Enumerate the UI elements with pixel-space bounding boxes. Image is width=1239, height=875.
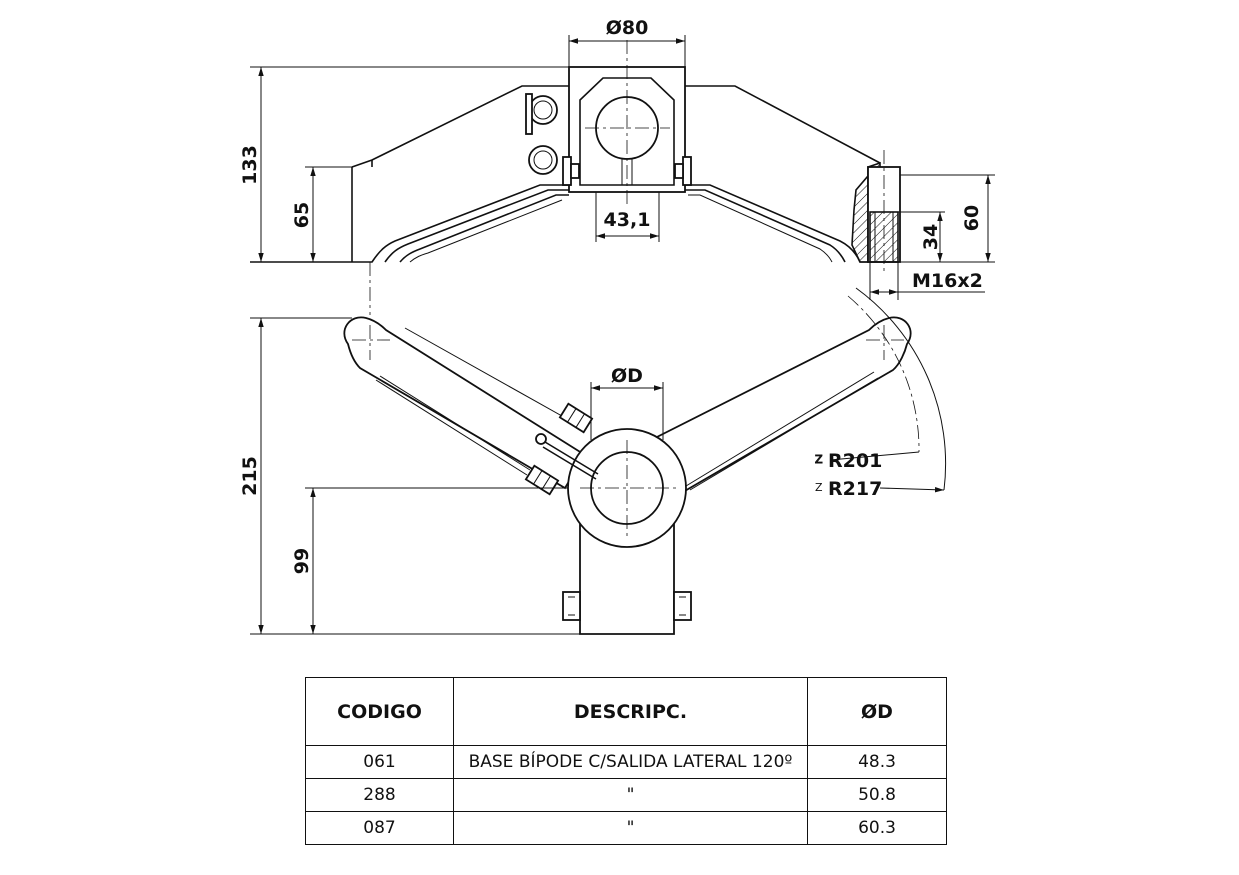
cell-descripcion: ": [453, 778, 808, 812]
cell-descripcion: ": [453, 811, 808, 845]
table-header-row: CODIGO DESCRIPC. ØD: [305, 677, 947, 746]
top-dimensions: ØD 215 99 R201 R217 Z Z: [239, 317, 945, 635]
bolt-upper-left: [528, 95, 558, 125]
front-dimensions: Ø80 43,1 133 65 60 34 M16x2: [239, 17, 995, 300]
front-view: [250, 40, 901, 315]
header-diametro: ØD: [807, 677, 947, 746]
cell-diametro: 48.3: [807, 745, 947, 779]
right-arm-outline: [685, 85, 881, 164]
cell-diametro: 60.3: [807, 811, 947, 845]
dim-diameter-80: Ø80: [606, 17, 649, 39]
table-row: 288 " 50.8: [305, 778, 947, 812]
side-bolt-upper: [558, 402, 594, 434]
dim-radius-201: R201: [828, 450, 882, 472]
table-row: 087 " 60.3: [305, 811, 947, 845]
dim-height-34: 34: [920, 224, 942, 250]
cell-descripcion: BASE BÍPODE C/SALIDA LATERAL 120º: [453, 745, 808, 779]
dim-height-215: 215: [239, 456, 261, 496]
dim-height-133: 133: [239, 145, 261, 185]
dim-thread-m16x2: M16x2: [912, 270, 983, 292]
dim-height-60: 60: [961, 205, 983, 231]
header-descripcion: DESCRIPC.: [453, 677, 808, 746]
dim-43-1: 43,1: [604, 209, 651, 231]
left-arm-top: [343, 316, 587, 490]
cell-diametro: 50.8: [807, 778, 947, 812]
dim-radius-217: R217: [828, 478, 882, 500]
cell-codigo: 061: [305, 745, 454, 779]
bolt-lower-left: [528, 145, 558, 175]
top-view: [343, 287, 947, 635]
side-bolt-lower: [524, 464, 560, 496]
svg-text:Z: Z: [815, 481, 823, 494]
dim-diameter-d: ØD: [611, 365, 643, 387]
right-arm-top: [653, 316, 912, 494]
dim-height-99: 99: [291, 548, 313, 574]
header-codigo: CODIGO: [305, 677, 454, 746]
dim-height-65: 65: [291, 202, 313, 228]
table-row: 061 BASE BÍPODE C/SALIDA LATERAL 120º 48…: [305, 745, 947, 779]
lateral-pin: [535, 433, 599, 480]
left-arm-outline: [351, 85, 569, 168]
cell-codigo: 288: [305, 778, 454, 812]
svg-text:Z: Z: [815, 453, 823, 466]
parts-table: CODIGO DESCRIPC. ØD 061 BASE BÍPODE C/SA…: [305, 677, 947, 845]
cell-codigo: 087: [305, 811, 454, 845]
